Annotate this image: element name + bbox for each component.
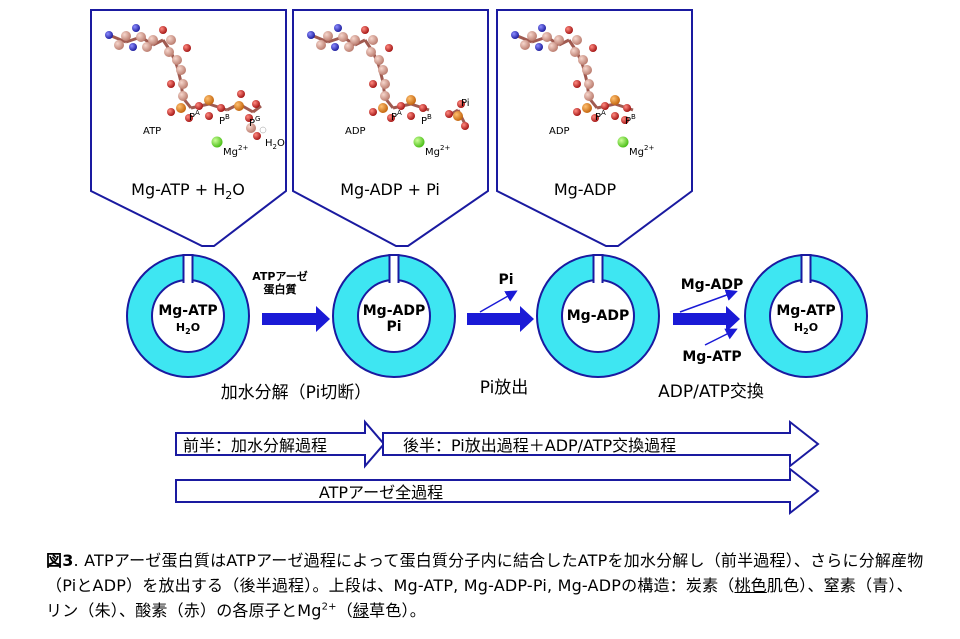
phosphate-label-1-3: PG bbox=[249, 115, 260, 129]
phase-arrow-first-half bbox=[175, 419, 386, 469]
hydrolysis-arrow bbox=[262, 306, 330, 332]
mg-ion-2 bbox=[413, 136, 425, 148]
step-label-hydrolysis: 加水分解（Pi切断） bbox=[221, 383, 372, 403]
phase-label-first-half: 前半：加水分解過程 bbox=[183, 436, 327, 455]
figure-label: 図3 bbox=[46, 551, 74, 570]
caption-text-d: 草色）。 bbox=[369, 601, 426, 620]
ring-label-1: Mg-ATP bbox=[158, 303, 217, 319]
state-label-2: Mg-ADP + Pi bbox=[340, 180, 440, 199]
phase-label-second-half: 後半：Pi放出過程＋ADP/ATP交換過程 bbox=[403, 436, 676, 455]
caption-text-c: （ bbox=[336, 601, 353, 620]
ring-sublabel-1: H2O bbox=[176, 321, 200, 336]
pi-release-label: Pi bbox=[498, 272, 513, 288]
ring-label-3: Mg-ADP bbox=[567, 308, 629, 324]
pi-label: Pi bbox=[461, 98, 470, 109]
phase-arrow-whole bbox=[175, 466, 820, 516]
enzyme-label-line1: ATPアーゼ bbox=[252, 269, 308, 283]
state-label-1: Mg-ATP + H2O bbox=[131, 180, 245, 202]
ring-label-2: Mg-ADP bbox=[363, 303, 425, 319]
molecule-label-3: ADP bbox=[549, 126, 570, 137]
molecule-label-1: ATP bbox=[143, 126, 161, 137]
phosphate-label-2-2: PB bbox=[421, 113, 432, 127]
step-label-pi-release: Pi放出 bbox=[480, 378, 529, 398]
enzyme-ring-4: Mg-ATP H2O bbox=[744, 254, 868, 378]
phosphate-label-2-1: PA bbox=[391, 109, 402, 123]
ring-label-4: Mg-ATP bbox=[776, 303, 835, 319]
ring-sublabel-4: H2O bbox=[794, 321, 818, 336]
caption-text-a: . ATPアーゼ蛋白質はATPアーゼ過程によって蛋白質分子内に結合したATPを加… bbox=[46, 551, 924, 595]
caption-mg-sup: 2+ bbox=[321, 601, 337, 613]
phase-arrow-second-half bbox=[382, 419, 820, 469]
mg-ion-1 bbox=[211, 136, 223, 148]
enzyme-ring-3: Mg-ADP bbox=[536, 254, 660, 378]
water-label: H2O bbox=[265, 138, 285, 151]
mg-ion-3 bbox=[617, 136, 629, 148]
molecule-2 bbox=[307, 24, 469, 130]
exchange-arrow bbox=[673, 289, 740, 346]
molecule-label-2: ADP bbox=[345, 126, 366, 137]
caption-peach: 桃色 bbox=[734, 576, 767, 595]
ring-sublabel-2: Pi bbox=[386, 319, 401, 335]
enzyme-label-line2: 蛋白質 bbox=[264, 282, 297, 296]
phosphate-label-1-2: PB bbox=[219, 113, 230, 127]
phosphate-label-3-1: PA bbox=[595, 109, 606, 123]
phosphate-label-3-2: PB bbox=[625, 113, 636, 127]
state-label-3: Mg-ADP bbox=[554, 180, 617, 199]
caption-text-b: 肌色）、窒素（青）、リン（朱）、酸素（赤）の各原子とMg bbox=[46, 576, 913, 620]
exchange-out-label: Mg-ADP bbox=[681, 277, 743, 293]
phase-label-whole: ATPアーゼ全過程 bbox=[319, 483, 443, 502]
molecule-3 bbox=[511, 24, 634, 124]
exchange-in-label: Mg-ATP bbox=[682, 349, 741, 365]
molecule-1 bbox=[105, 24, 262, 133]
enzyme-ring-1: Mg-ATP H2O bbox=[126, 254, 250, 378]
step-label-exchange: ADP/ATP交換 bbox=[658, 382, 764, 402]
caption-green: 緑 bbox=[352, 601, 370, 620]
pi-release-arrow bbox=[467, 290, 534, 332]
phosphate-label-1-1: PA bbox=[189, 109, 200, 123]
figure-caption: 図3. ATPアーゼ蛋白質はATPアーゼ過程によって蛋白質分子内に結合したATP… bbox=[46, 548, 926, 623]
